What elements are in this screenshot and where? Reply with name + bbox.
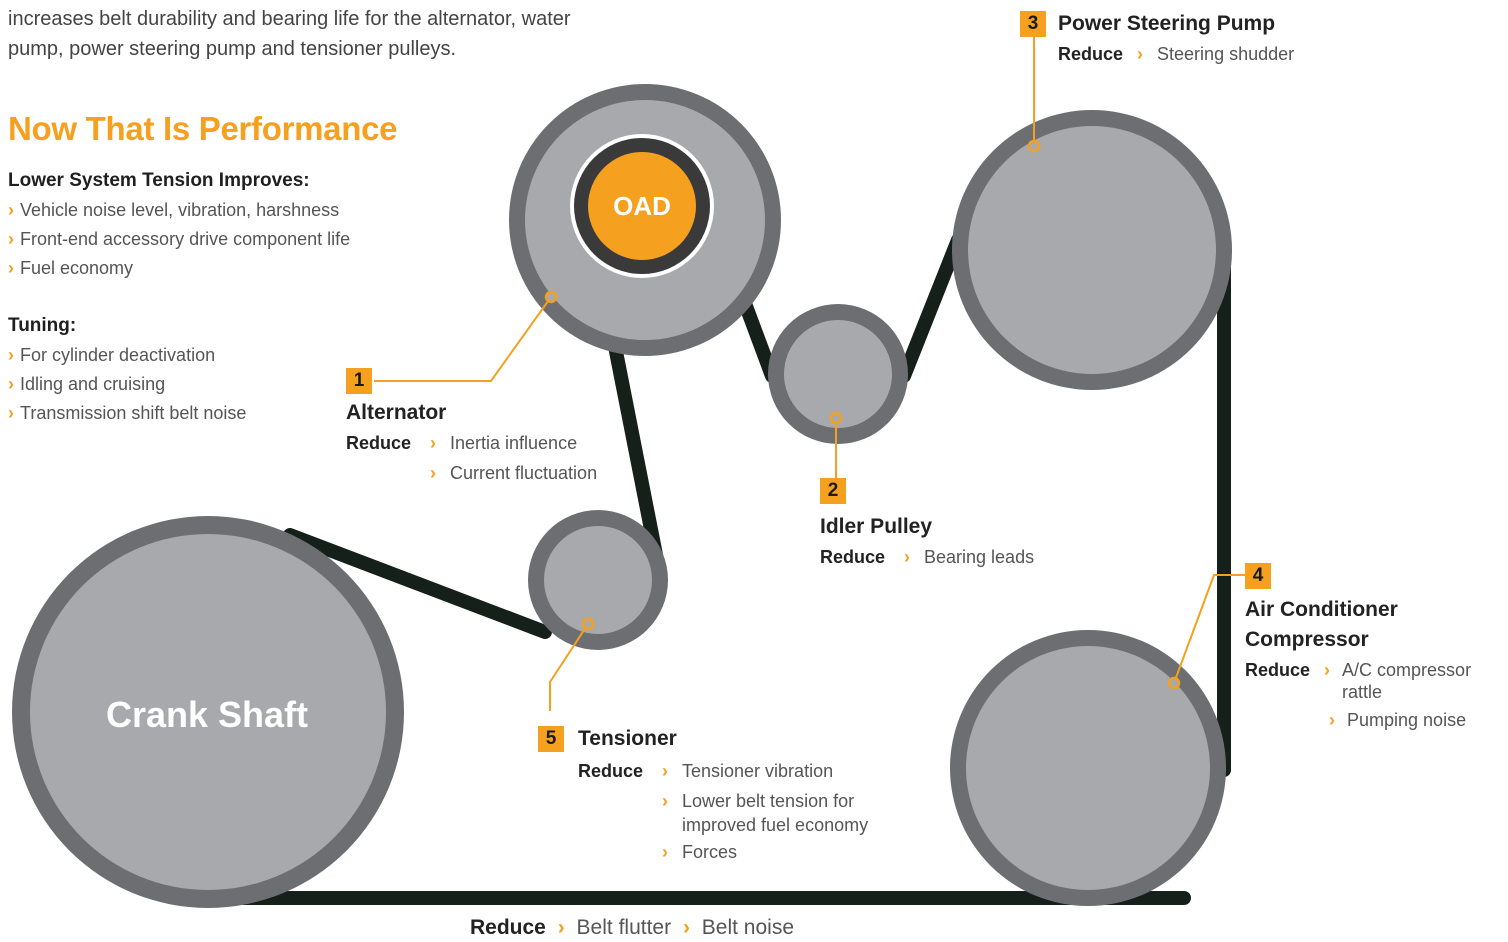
chevron-right-icon: › [557, 916, 565, 939]
reduce-item: Pumping noise [1347, 710, 1467, 730]
reduce-item: Belt flutter [576, 916, 672, 939]
reduce-label: Reduce [470, 916, 546, 939]
alternator-title: Alternator [346, 401, 447, 424]
tuning-heading: Tuning: [8, 315, 77, 336]
chevron-right-icon: › [662, 842, 668, 862]
idler-pulley [768, 304, 908, 444]
power-steering-callout: 3 Power Steering Pump Reduce › Steering … [1020, 9, 1294, 69]
reduce-label: Reduce [1245, 660, 1311, 680]
chevron-right-icon: › [8, 403, 14, 423]
tension-section: Lower System Tension Improves: ›Vehicle … [8, 170, 350, 283]
power-steering-pulley [952, 110, 1232, 390]
alternator-callout: 1 Alternator Reduce › Inertia influence … [346, 368, 597, 488]
reduce-label: Reduce [1058, 44, 1124, 64]
chevron-right-icon: › [8, 374, 14, 394]
chevron-right-icon: › [1324, 660, 1331, 680]
callout-number-3: 3 [1020, 11, 1046, 37]
performance-heading: Now That Is Performance [8, 110, 398, 147]
tension-item: ›Fuel economy [8, 258, 134, 278]
chevron-right-icon: › [430, 433, 436, 453]
reduce-item: Steering shudder [1157, 44, 1295, 64]
reduce-item: Current fluctuation [450, 463, 598, 483]
reduce-item: Tensioner vibration [682, 761, 834, 781]
intro-line-2: pump, power steering pump and tensioner … [8, 38, 457, 60]
idler-title: Idler Pulley [820, 515, 933, 538]
chevron-right-icon: › [8, 200, 14, 220]
ac-title-line-1: Air Conditioner [1245, 598, 1398, 621]
tensioner-pulley [528, 510, 668, 650]
reduce-label: Reduce [578, 761, 644, 781]
reduce-item: Belt noise [701, 916, 795, 939]
callout-lines [374, 36, 1245, 711]
tuning-item: ›Idling and cruising [8, 374, 166, 394]
intro-line-1: increases belt durability and bearing li… [8, 8, 571, 30]
chevron-right-icon: › [8, 345, 14, 365]
tensioner-title: Tensioner [578, 727, 677, 750]
idler-callout: 2 Idler Pulley Reduce › Bearing leads [820, 478, 1034, 572]
callout-number-4: 4 [1245, 563, 1271, 589]
chevron-right-icon: › [1329, 710, 1335, 730]
ac-compressor-callout: 4 Air Conditioner Compressor Reduce › A/… [1245, 563, 1471, 735]
tuning-item: ›Transmission shift belt noise [8, 403, 247, 423]
callout-dots [544, 139, 1181, 690]
reduce-label: Reduce [820, 547, 886, 567]
chevron-right-icon: › [8, 229, 14, 249]
reduce-item: Lower belt tension for [682, 791, 855, 811]
chevron-right-icon: › [904, 547, 910, 567]
tension-item: ›Front-end accessory drive component lif… [8, 229, 351, 249]
crank-shaft-label: Crank Shaft [106, 694, 308, 735]
callout-number-2: 2 [820, 478, 846, 504]
reduce-item-continued: rattle [1342, 682, 1383, 702]
belt-note: Reduce › Belt flutter › Belt noise [470, 914, 794, 942]
tuning-item: ›For cylinder deactivation [8, 345, 216, 365]
chevron-right-icon: › [682, 916, 690, 939]
reduce-item: Forces [682, 842, 738, 862]
chevron-right-icon: › [8, 258, 14, 278]
chevron-right-icon: › [662, 761, 668, 781]
chevron-right-icon: › [1137, 44, 1144, 64]
tension-heading: Lower System Tension Improves: [8, 170, 310, 191]
tension-item: ›Vehicle noise level, vibration, harshne… [8, 200, 340, 220]
chevron-right-icon: › [430, 463, 436, 483]
reduce-label: Reduce [346, 433, 412, 453]
ac-title-line-2: Compressor [1245, 628, 1369, 651]
chevron-right-icon: › [662, 791, 668, 811]
tensioner-callout: 5 Tensioner Reduce › Tensioner vibration… [538, 724, 868, 867]
reduce-item: Inertia influence [450, 433, 578, 453]
intro-text: increases belt durability and bearing li… [8, 4, 728, 64]
callout-number-5: 5 [538, 726, 564, 752]
power-steering-title: Power Steering Pump [1058, 12, 1276, 35]
reduce-item-continued: improved fuel economy [682, 815, 869, 835]
oad-label: OAD [613, 191, 671, 221]
ac-compressor-pulley [950, 630, 1226, 906]
crank-shaft-pulley [12, 516, 404, 908]
reduce-item: Bearing leads [924, 547, 1035, 567]
tuning-section: Tuning: ›For cylinder deactivation ›Idli… [8, 315, 246, 428]
reduce-item: A/C compressor [1342, 660, 1472, 680]
oad-pulley [570, 134, 714, 278]
callout-number-1: 1 [346, 368, 372, 394]
